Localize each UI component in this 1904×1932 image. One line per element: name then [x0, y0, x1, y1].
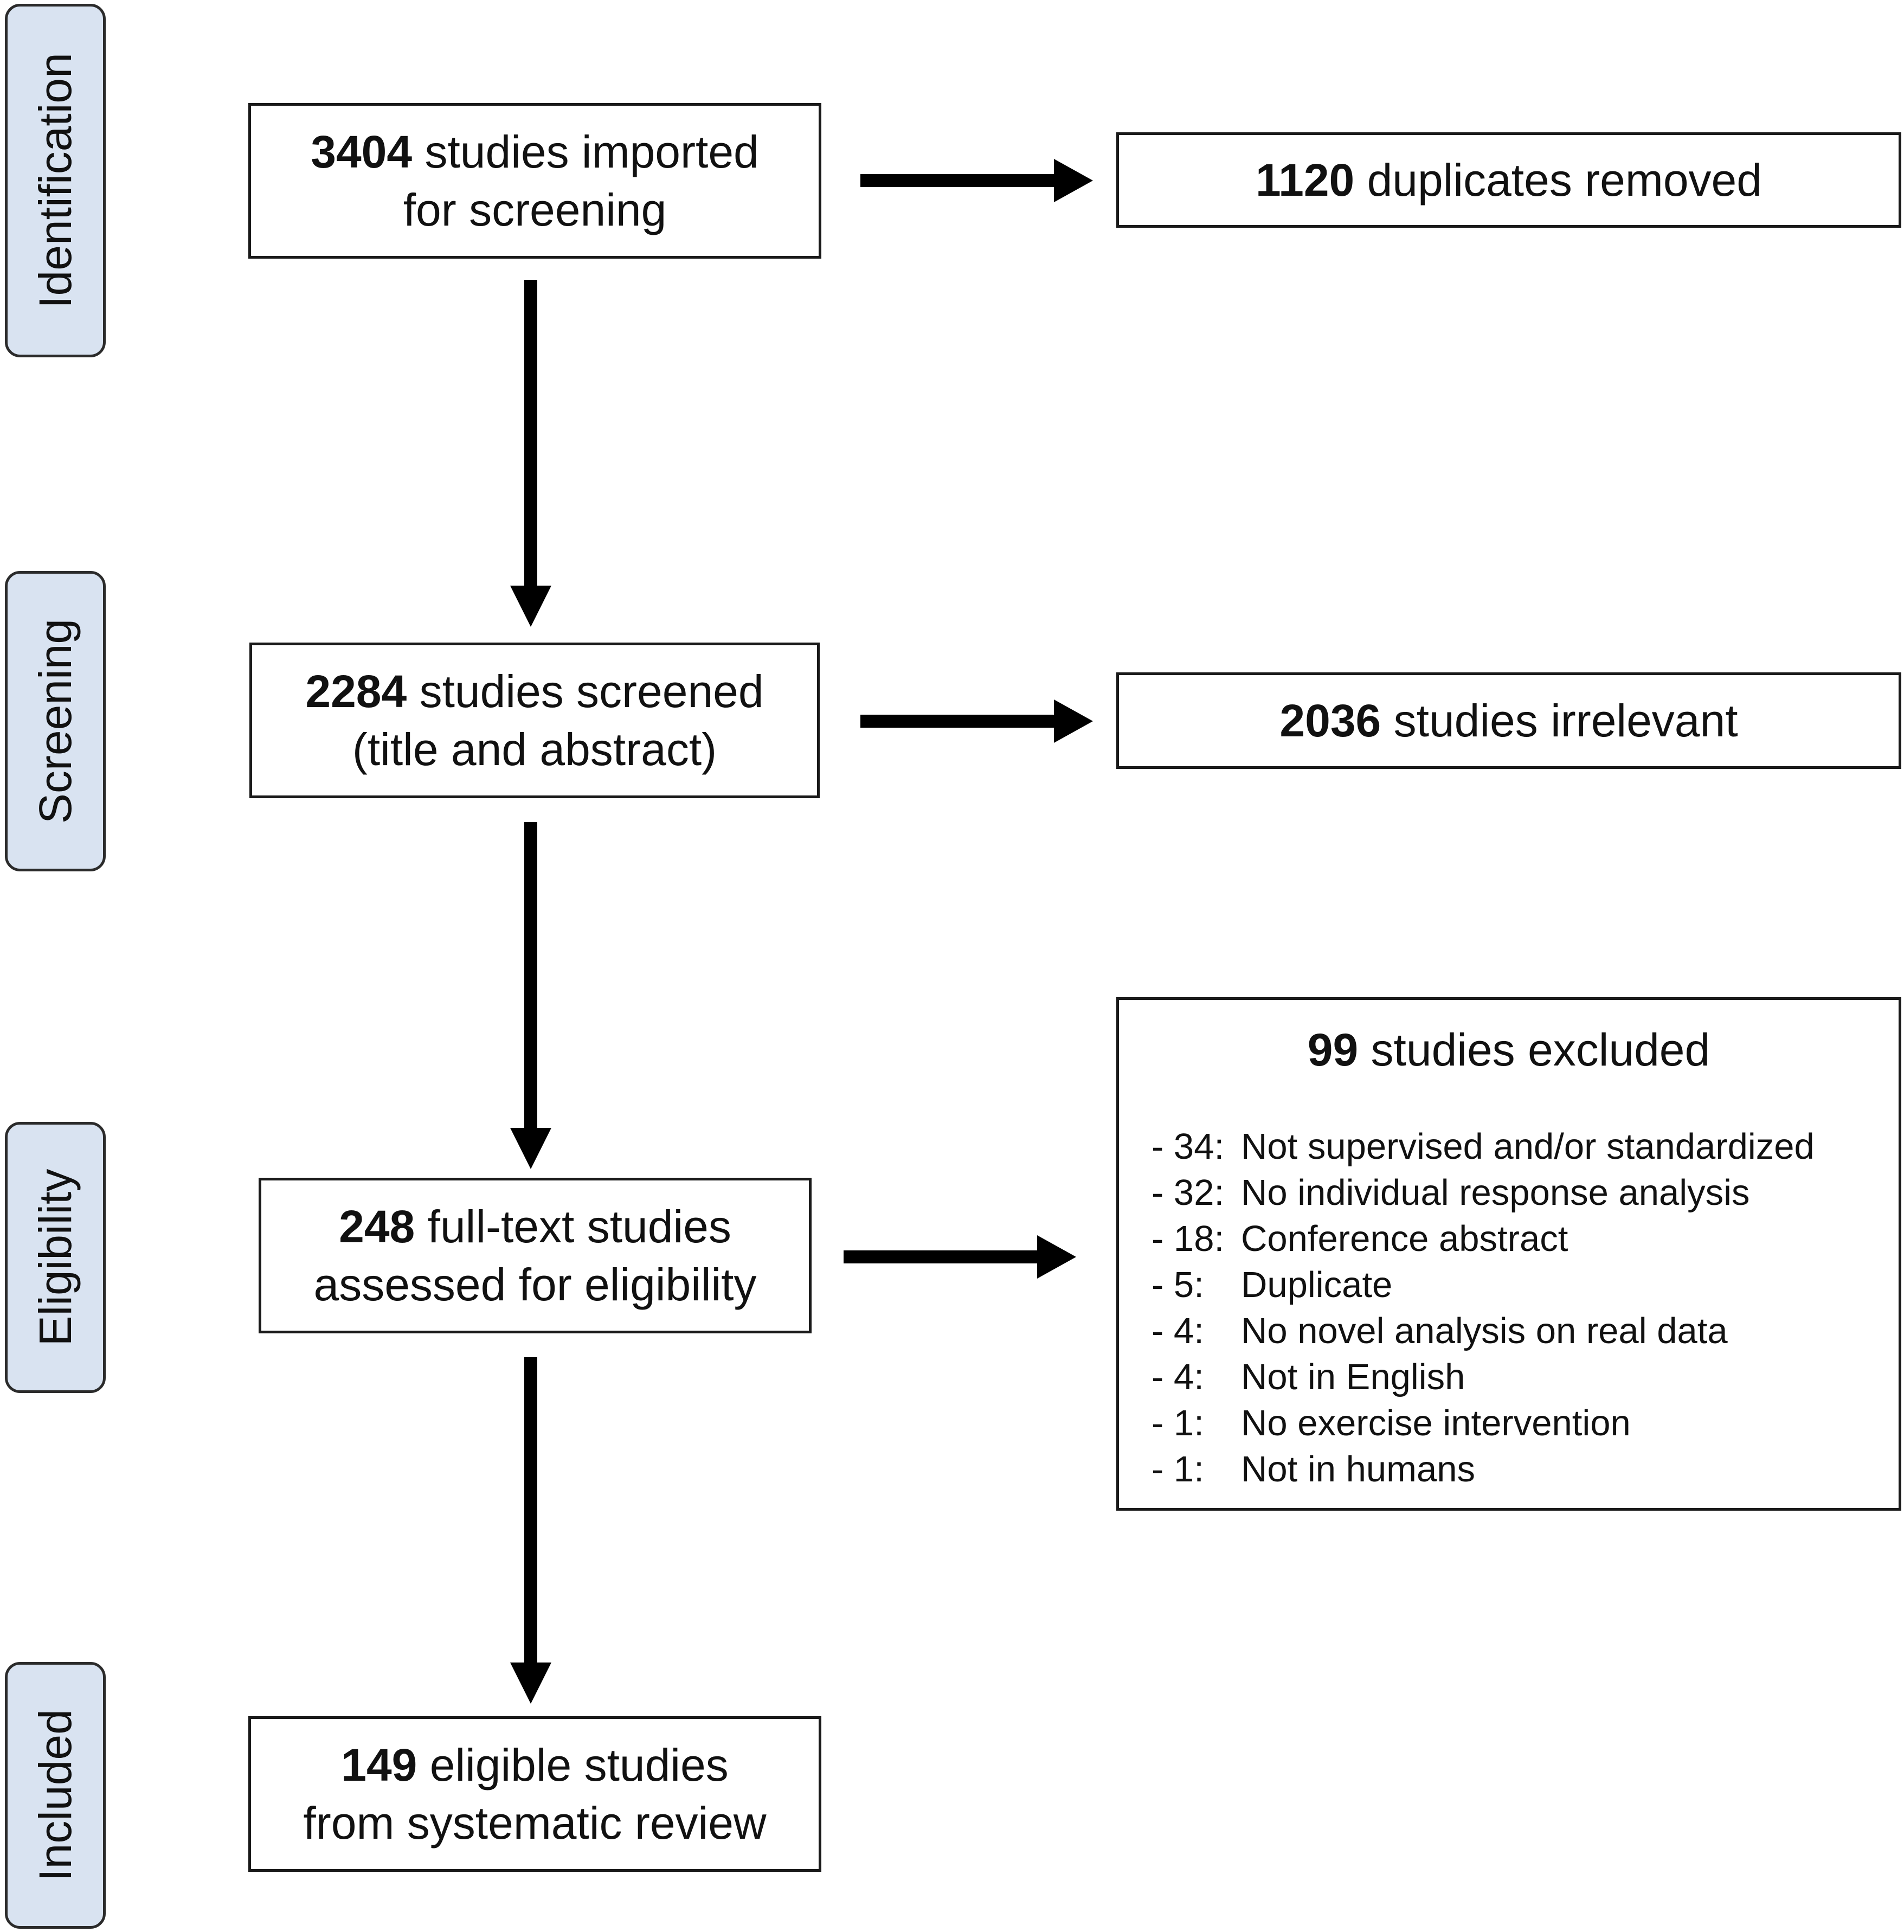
- box-eligible: 149 eligible studies from systematic rev…: [248, 1716, 821, 1872]
- reason-text: Not in humans: [1241, 1449, 1475, 1490]
- imported-text: studies imported: [412, 126, 759, 177]
- reason-count: - 5:: [1152, 1265, 1204, 1305]
- duplicates-line: 1120 duplicates removed: [1256, 151, 1762, 209]
- arrow-right-2: [860, 699, 1093, 743]
- box-screened: 2284 studies screened (title and abstrac…: [249, 643, 820, 798]
- reason-text: Conference abstract: [1241, 1218, 1568, 1259]
- box-duplicates: 1120 duplicates removed: [1116, 132, 1901, 228]
- arrow-right-1: [860, 159, 1093, 202]
- box-irrelevant: 2036 studies irrelevant: [1116, 672, 1901, 769]
- duplicates-text: duplicates removed: [1354, 154, 1762, 206]
- duplicates-count: 1120: [1256, 154, 1355, 206]
- imported-line1: 3404 studies imported: [311, 123, 759, 181]
- irrelevant-text: studies irrelevant: [1381, 695, 1738, 746]
- excluded-text: studies excluded: [1358, 1024, 1710, 1075]
- reason-count: - 32:: [1152, 1172, 1225, 1213]
- reason-text: Not supervised and/or standardized: [1241, 1126, 1815, 1167]
- reason-text: No exercise intervention: [1241, 1403, 1631, 1443]
- box-fulltext: 248 full-text studies assessed for eligi…: [259, 1178, 812, 1333]
- arrow-down-1: [510, 280, 551, 627]
- stage-screening: Screening: [5, 571, 106, 871]
- irrelevant-line: 2036 studies irrelevant: [1279, 692, 1738, 750]
- imported-count: 3404: [311, 126, 413, 177]
- eligible-text: eligible studies: [417, 1739, 729, 1790]
- fulltext-text: full-text studies: [415, 1201, 731, 1252]
- reason-text: Duplicate: [1241, 1265, 1393, 1305]
- fulltext-line1: 248 full-text studies: [339, 1198, 731, 1256]
- eligible-count: 149: [341, 1739, 417, 1790]
- fulltext-count: 248: [339, 1201, 415, 1252]
- reason-count: - 1:: [1152, 1449, 1204, 1490]
- screened-line2: (title and abstract): [352, 723, 717, 775]
- reason-text: Not in English: [1241, 1357, 1465, 1397]
- box-excluded: 99 studies excluded - 34: Not supervised …: [1116, 997, 1901, 1511]
- reason-count: - 18:: [1152, 1218, 1225, 1259]
- screened-count: 2284: [305, 665, 407, 717]
- reason-text: No novel analysis on real data: [1241, 1311, 1728, 1351]
- stage-included: Included: [5, 1662, 106, 1929]
- reason-count: - 34:: [1152, 1126, 1225, 1167]
- eligible-line2: from systematic review: [303, 1797, 767, 1848]
- excluded-title: 99 studies excluded: [1119, 1023, 1899, 1077]
- eligible-line1: 149 eligible studies: [341, 1736, 729, 1794]
- excluded-count: 99: [1307, 1024, 1359, 1075]
- reason-count: - 1:: [1152, 1403, 1204, 1443]
- arrow-down-2: [510, 822, 551, 1169]
- arrow-down-3: [510, 1357, 551, 1704]
- reason-count: - 4:: [1152, 1311, 1204, 1351]
- box-imported: 3404 studies imported for screening: [248, 103, 821, 259]
- screened-text: studies screened: [407, 665, 764, 717]
- stage-eligibility: Eligibility: [5, 1122, 106, 1393]
- reason-text: No individual response analysis: [1241, 1172, 1750, 1213]
- stage-identification: Identification: [5, 4, 106, 357]
- imported-line2: for screening: [403, 184, 667, 235]
- irrelevant-count: 2036: [1279, 695, 1381, 746]
- screened-line1: 2284 studies screened: [305, 663, 763, 721]
- arrow-right-3: [844, 1235, 1076, 1279]
- fulltext-line2: assessed for eligibility: [313, 1259, 757, 1310]
- reason-count: - 4:: [1152, 1357, 1204, 1397]
